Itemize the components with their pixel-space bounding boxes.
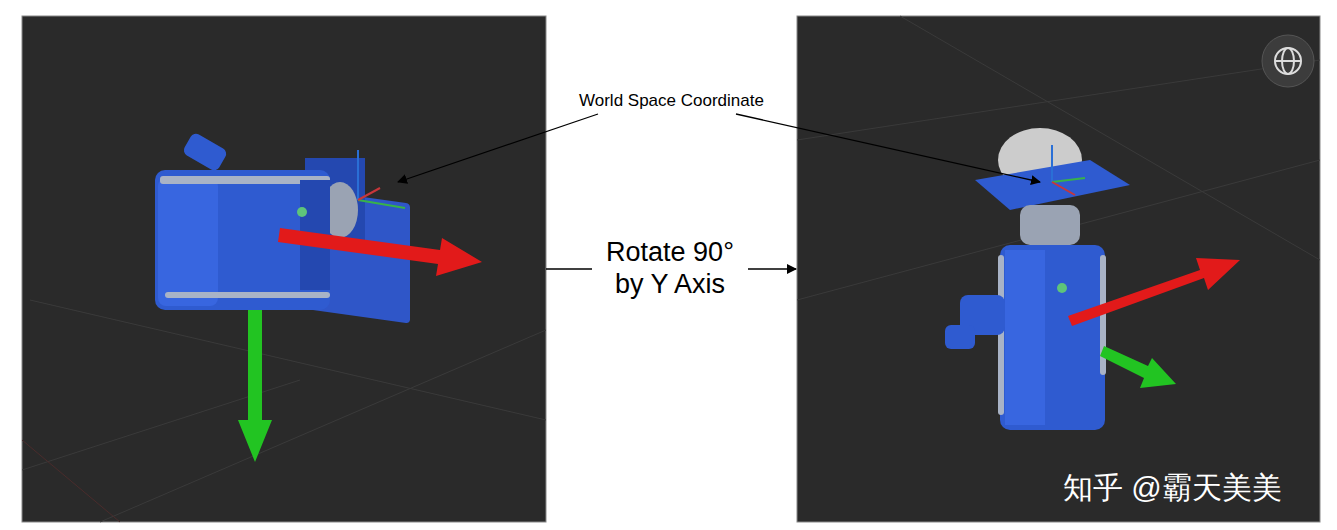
rotate-label: Rotate 90° by Y Axis: [592, 236, 748, 301]
x-axis-arrow: [278, 228, 482, 276]
grid-left: [22, 300, 546, 522]
viewport-left: [22, 16, 546, 522]
leader-line: [398, 114, 598, 182]
globe-icon: [1275, 48, 1301, 74]
camera-left: [155, 132, 410, 324]
y-axis-arrow: [238, 310, 272, 462]
x-axis-arrow: [1068, 258, 1240, 326]
watermark: 知乎 @霸天美美: [1063, 470, 1282, 506]
camera-right: [945, 128, 1130, 430]
gizmo-left: [358, 150, 405, 208]
viewport-right: [797, 16, 1320, 522]
leader-line: [736, 114, 1040, 182]
globe-button: [1262, 35, 1314, 87]
callout-label: World Space Coordinate: [576, 91, 767, 111]
y-axis-arrow: [1100, 346, 1176, 388]
gizmo-right: [1052, 145, 1085, 195]
